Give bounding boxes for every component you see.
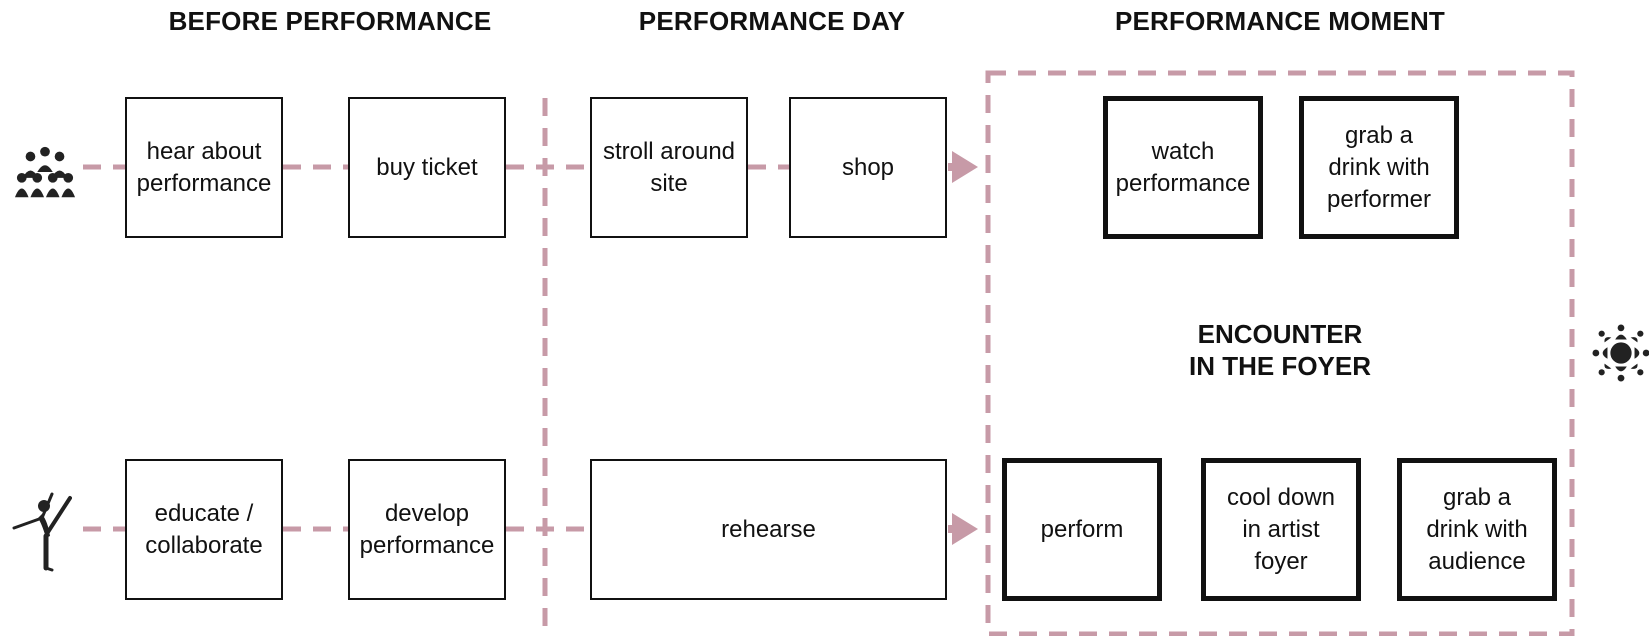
encounter-label: ENCOUNTER IN THE FOYER	[1188, 319, 1371, 381]
performer-arrow-head	[952, 513, 978, 545]
step-educate-collaborate: educate /collaborate	[125, 459, 283, 600]
audience-arrow-stem	[948, 163, 956, 171]
circle-gathering-icon	[1592, 324, 1649, 382]
step-perform: perform	[1002, 458, 1162, 601]
step-buy-ticket: buy ticket	[348, 97, 506, 238]
step-shop: shop	[789, 97, 947, 238]
dancer-icon	[12, 492, 72, 572]
audience-arrow-head	[952, 151, 978, 183]
audience-group-icon	[14, 146, 76, 198]
performer-arrow-stem	[948, 525, 956, 533]
phase-heading-day: PERFORMANCE DAY	[638, 6, 906, 36]
phase-heading-moment: PERFORMANCE MOMENT	[1114, 6, 1446, 36]
phase-heading-before: BEFORE PERFORMANCE	[168, 6, 492, 36]
step-rehearse: rehearse	[590, 459, 947, 600]
